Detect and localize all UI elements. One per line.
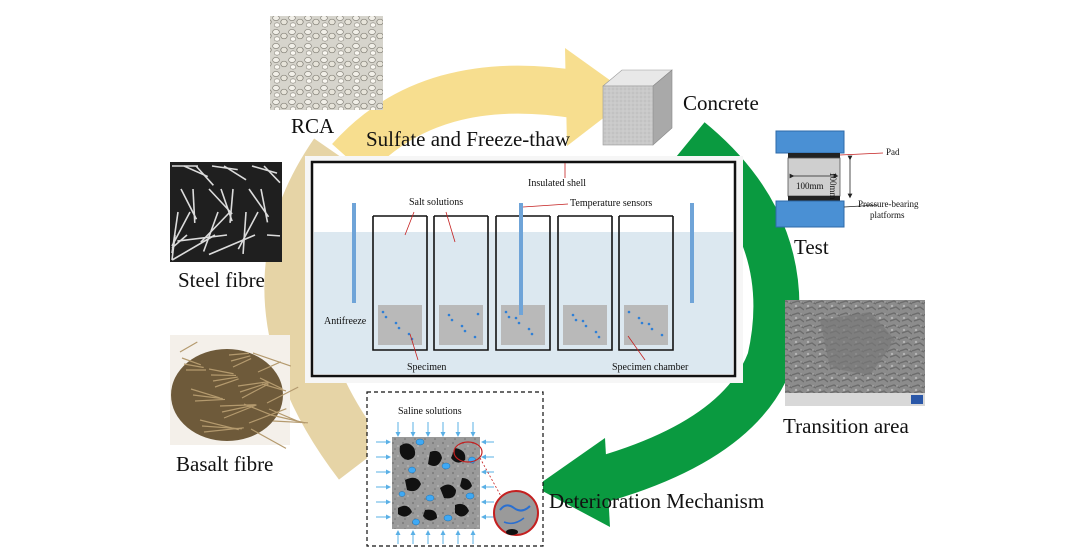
basalt-fibre-strand	[270, 414, 306, 424]
temperature-sensors-label: Temperature sensors	[570, 198, 653, 209]
basalt-fibre-strand	[237, 381, 268, 387]
basalt-fibre-strand	[259, 377, 283, 390]
transition-area-label: Transition area	[783, 414, 909, 438]
basalt-fibre-strand	[203, 427, 244, 433]
steel-fibre-strand	[223, 165, 247, 181]
steel-fibre-strand	[192, 188, 196, 223]
specimen-block	[378, 305, 422, 345]
basalt-fibre-strand	[241, 383, 269, 399]
platforms-label-line1: Pressure-bearing	[858, 199, 919, 209]
top-platen	[775, 130, 845, 154]
steel-fibre-strand	[251, 165, 278, 174]
basalt-fibre-strand	[219, 404, 255, 407]
basalt-fibre-strand	[257, 361, 282, 373]
basalt-fibre-strand	[230, 355, 251, 362]
platforms-label-line2: platforms	[870, 210, 905, 220]
basalt-fibre-strand	[232, 358, 252, 368]
basalt-fibre-strand	[248, 408, 287, 424]
steel-fibre-strand	[177, 234, 228, 242]
specimen-chamber	[618, 215, 674, 351]
basalt-fibre-strand	[272, 420, 308, 424]
solution-bath	[314, 232, 733, 374]
zoom-circle	[493, 490, 539, 536]
basalt-fibre-photo	[170, 335, 308, 449]
mechanism-box	[366, 391, 544, 547]
specimen-block	[624, 305, 668, 345]
specimen-block	[439, 305, 483, 345]
steel-fibre-strand	[229, 188, 234, 223]
basalt-fibre-strand	[243, 403, 273, 416]
steel-fibre-strand	[208, 234, 256, 256]
basalt-fibre-strand	[183, 363, 204, 369]
top-yellow-arrowhead	[565, 48, 632, 146]
concrete-cube	[602, 69, 673, 146]
basalt-fibre-strand	[194, 398, 225, 402]
specimen-chamber-label: Specimen chamber	[612, 362, 689, 373]
steel-fibre-photo	[170, 162, 282, 262]
antifreeze-sensor-right	[690, 203, 694, 303]
basalt-fibre-strand	[208, 368, 234, 375]
temperature-sensor	[519, 203, 523, 315]
dimension-horizontal-label: 100mm	[796, 181, 824, 191]
basalt-fibre-strand	[261, 383, 287, 392]
concrete-label: Concrete	[683, 91, 759, 115]
basalt-fibre-strand	[181, 357, 201, 366]
steel-fibre-strand	[260, 188, 269, 223]
top-pad	[788, 153, 840, 158]
basalt-fibre-strand	[250, 428, 287, 449]
basalt-fibre-strand	[221, 404, 257, 413]
sem-image	[785, 300, 925, 406]
deterioration-mechanism-label: Deterioration Mechanism	[549, 489, 765, 513]
basalt-fibre-label: Basalt fibre	[176, 452, 274, 476]
basalt-fibre-strand	[214, 378, 239, 388]
steel-fibre-strand	[200, 211, 231, 243]
specimen-chamber	[433, 215, 489, 351]
specimen-block	[563, 305, 607, 345]
insulated-shell-label: Insulated shell	[528, 178, 587, 189]
saline-solutions-label: Saline solutions	[398, 406, 462, 417]
test-label: Test	[794, 235, 829, 259]
salt-solutions-label: Salt solutions	[409, 197, 464, 208]
highlight-ellipse	[453, 441, 483, 463]
basalt-fibre-strand	[266, 386, 299, 404]
basalt-fibre-strand	[212, 376, 238, 382]
steel-fibre-strand	[211, 165, 238, 171]
basalt-fibre-strand	[190, 388, 220, 399]
basalt-fibre-strand	[252, 352, 292, 367]
bottom-platen	[775, 200, 845, 228]
steel-fibre-strand	[266, 234, 281, 237]
steel-fibre-strand	[263, 165, 281, 184]
specimen-label: Specimen	[407, 362, 447, 373]
sulfate-freeze-thaw-label: Sulfate and Freeze-thaw	[366, 127, 571, 151]
pad-label: Pad	[886, 147, 900, 157]
basalt-fibre-strand	[179, 341, 198, 353]
bottom-pad	[788, 196, 840, 201]
rca-photo	[270, 16, 383, 110]
steel-fibre-strand	[242, 211, 247, 254]
basalt-fibre-strand	[228, 352, 249, 356]
steel-fibre-strand	[195, 165, 214, 186]
antifreeze-label: Antifreeze	[324, 316, 367, 327]
rca-label: RCA	[291, 114, 335, 138]
freeze-chamber	[305, 156, 743, 383]
dimension-vertical-label: 100mm	[828, 172, 838, 200]
green-arrowhead	[535, 438, 610, 527]
steel-fibre-strand	[237, 211, 259, 250]
pores-voids	[398, 443, 472, 521]
specimen-chamber	[557, 215, 613, 351]
basalt-fibre-strand	[192, 394, 223, 400]
steel-fibre-strand	[171, 211, 191, 247]
test-setup	[775, 130, 884, 228]
steel-fibre-label: Steel fibre	[178, 268, 265, 292]
top-yellow-arc	[332, 65, 584, 177]
antifreeze-sensor-left	[352, 203, 356, 303]
